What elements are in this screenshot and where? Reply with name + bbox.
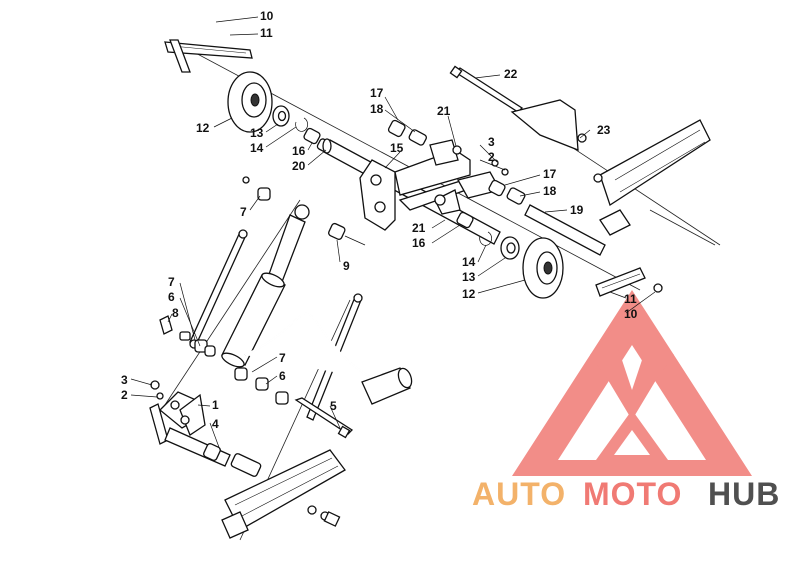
logo-m-shape	[590, 330, 674, 420]
callout-18-lower: 18	[543, 184, 557, 198]
watermark-moto: MOTO	[583, 476, 682, 512]
logo-inner-hole	[614, 430, 650, 455]
callout-16-upper: 16	[292, 144, 306, 158]
callout-8: 8	[172, 306, 179, 320]
watermark-wordmark: AUTO MOTO HUB	[472, 476, 780, 512]
callout-7-upper: 7	[240, 205, 247, 219]
callout-11-lower: 11	[624, 292, 637, 306]
watermark-auto: AUTO	[472, 476, 566, 512]
long-bolt-22	[449, 65, 524, 113]
callout-9: 9	[343, 259, 350, 273]
lower-shaft-4	[164, 427, 262, 477]
callout-3-upper: 3	[488, 135, 495, 149]
slide-rail-bracket-lower	[595, 267, 663, 297]
slide-rail-left-lower	[221, 449, 346, 539]
callout-4: 4	[212, 417, 219, 431]
callout-3-lower: 3	[121, 373, 128, 387]
callout-2-lower: 2	[121, 388, 128, 402]
callout-15: 15	[390, 141, 404, 155]
callout-6-lower: 6	[279, 369, 286, 383]
watermark-hub: HUB	[708, 476, 780, 512]
callout-17-upper: 17	[370, 86, 384, 100]
callout-20: 20	[292, 159, 306, 173]
callout-14-upper: 14	[250, 141, 264, 155]
callout-11-upper: 11	[260, 26, 273, 40]
callout-19: 19	[570, 203, 584, 217]
slide-rail-right	[510, 99, 711, 236]
callout-labels: 10 11 12 13 14 16 20 17 18 21 15 3 2 22 …	[121, 9, 638, 431]
callout-13-upper: 13	[250, 126, 264, 140]
shaft-19	[524, 204, 606, 256]
bushings-lower	[488, 179, 526, 205]
callout-21-upper: 21	[437, 104, 451, 118]
callout-16-lower: 16	[412, 236, 426, 250]
snap-ring-lower	[479, 231, 492, 246]
callout-10-lower: 10	[624, 307, 638, 321]
bolt-upper-21	[452, 145, 462, 155]
callout-22: 22	[504, 67, 518, 81]
callout-23: 23	[597, 123, 611, 137]
callout-14-lower: 14	[462, 255, 476, 269]
callout-1: 1	[212, 398, 219, 412]
callout-10-upper: 10	[260, 9, 274, 23]
callout-17-lower: 17	[543, 167, 557, 181]
callout-7-left: 7	[168, 275, 175, 289]
pivot-bracket-lower	[149, 380, 206, 445]
bushings-upper	[387, 119, 428, 146]
snap-ring-upper	[295, 117, 308, 132]
reservoir-hose	[244, 312, 413, 405]
slide-rail-bracket-upper	[164, 39, 253, 73]
callout-5: 5	[330, 399, 337, 413]
callout-7-lower: 7	[279, 351, 286, 365]
leader-lines	[130, 16, 656, 451]
callout-18-upper: 18	[370, 102, 384, 116]
spacer-lower	[456, 211, 474, 229]
idler-wheel-upper	[227, 71, 273, 133]
shock-absorber	[221, 204, 310, 368]
callout-13-lower: 13	[462, 270, 476, 284]
callout-6-left: 6	[168, 290, 175, 304]
callout-2-upper: 2	[488, 150, 495, 164]
bushings-middle	[159, 176, 366, 439]
idler-wheel-lower	[522, 237, 564, 299]
callout-12-lower: 12	[462, 287, 476, 301]
callout-21-lower: 21	[412, 221, 426, 235]
callout-12-upper: 12	[196, 121, 210, 135]
rear-arm-frame	[359, 139, 501, 231]
bearing-lower	[500, 236, 520, 260]
bearing-upper	[272, 105, 290, 127]
watermark-logo	[512, 290, 752, 476]
